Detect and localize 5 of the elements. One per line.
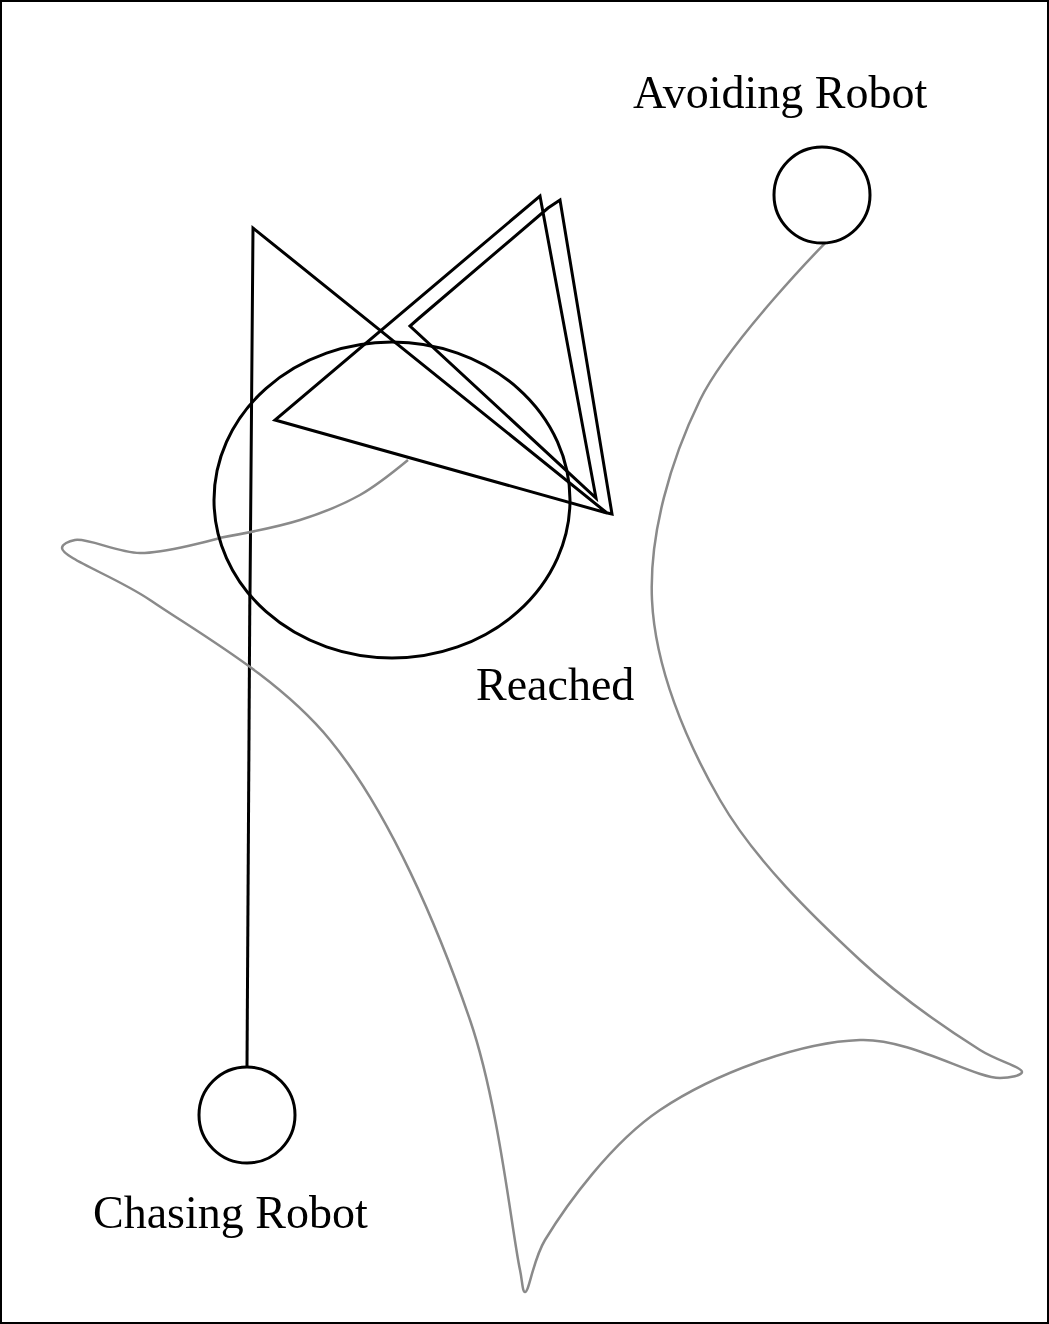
trajectory-path [60,242,1024,1294]
robot-label: Reached [476,662,635,708]
robot-label: Avoiding Robot [633,70,928,116]
robot-label: Chasing Robot [93,1190,368,1236]
trajectory-path [245,595,252,1067]
